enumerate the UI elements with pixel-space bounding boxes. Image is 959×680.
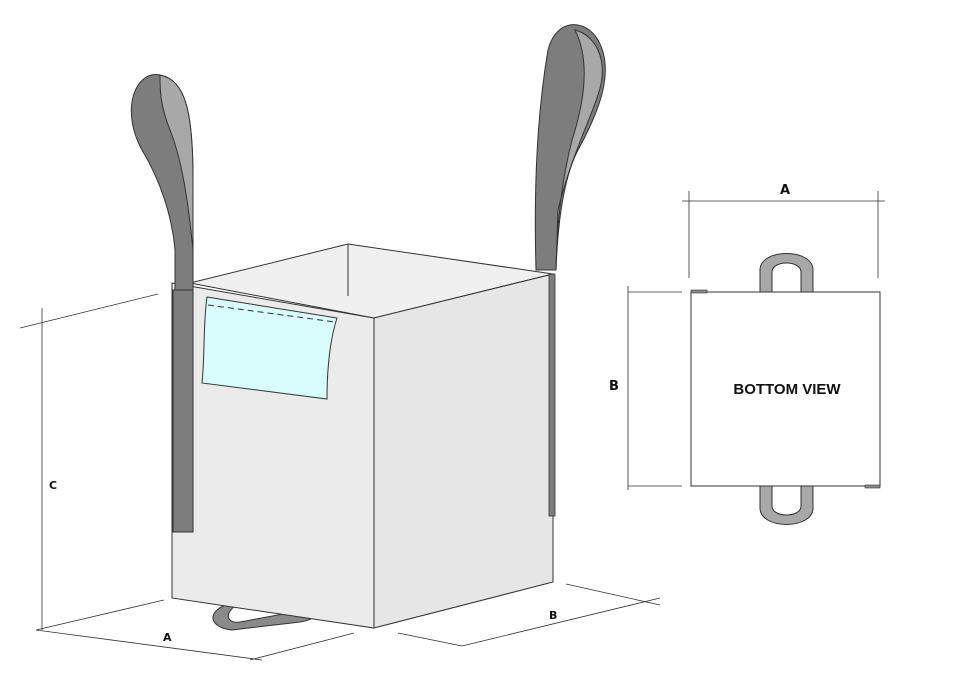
right-lifting-loop	[534, 24, 606, 517]
dimension-b-label-main: B	[549, 609, 557, 622]
dimension-lines-main	[19, 293, 661, 661]
bottom-view-square	[690, 291, 881, 487]
bottom-view: A B BOTTOM VIEW	[609, 183, 885, 525]
dimension-a-label-main: A	[163, 631, 172, 644]
bag-3d-view: C A B	[19, 24, 661, 661]
document-pouch	[201, 296, 338, 400]
bag-side-face	[373, 273, 554, 629]
dimension-b-label-bottom: B	[609, 379, 619, 394]
bottom-view-top-loop	[759, 253, 814, 293]
dimension-c-label: C	[49, 479, 57, 492]
bottom-view-title: BOTTOM VIEW	[733, 381, 841, 398]
left-lifting-loop	[130, 74, 194, 533]
dimension-a-label-bottom: A	[780, 183, 790, 198]
bottom-view-bottom-loop	[759, 485, 814, 525]
